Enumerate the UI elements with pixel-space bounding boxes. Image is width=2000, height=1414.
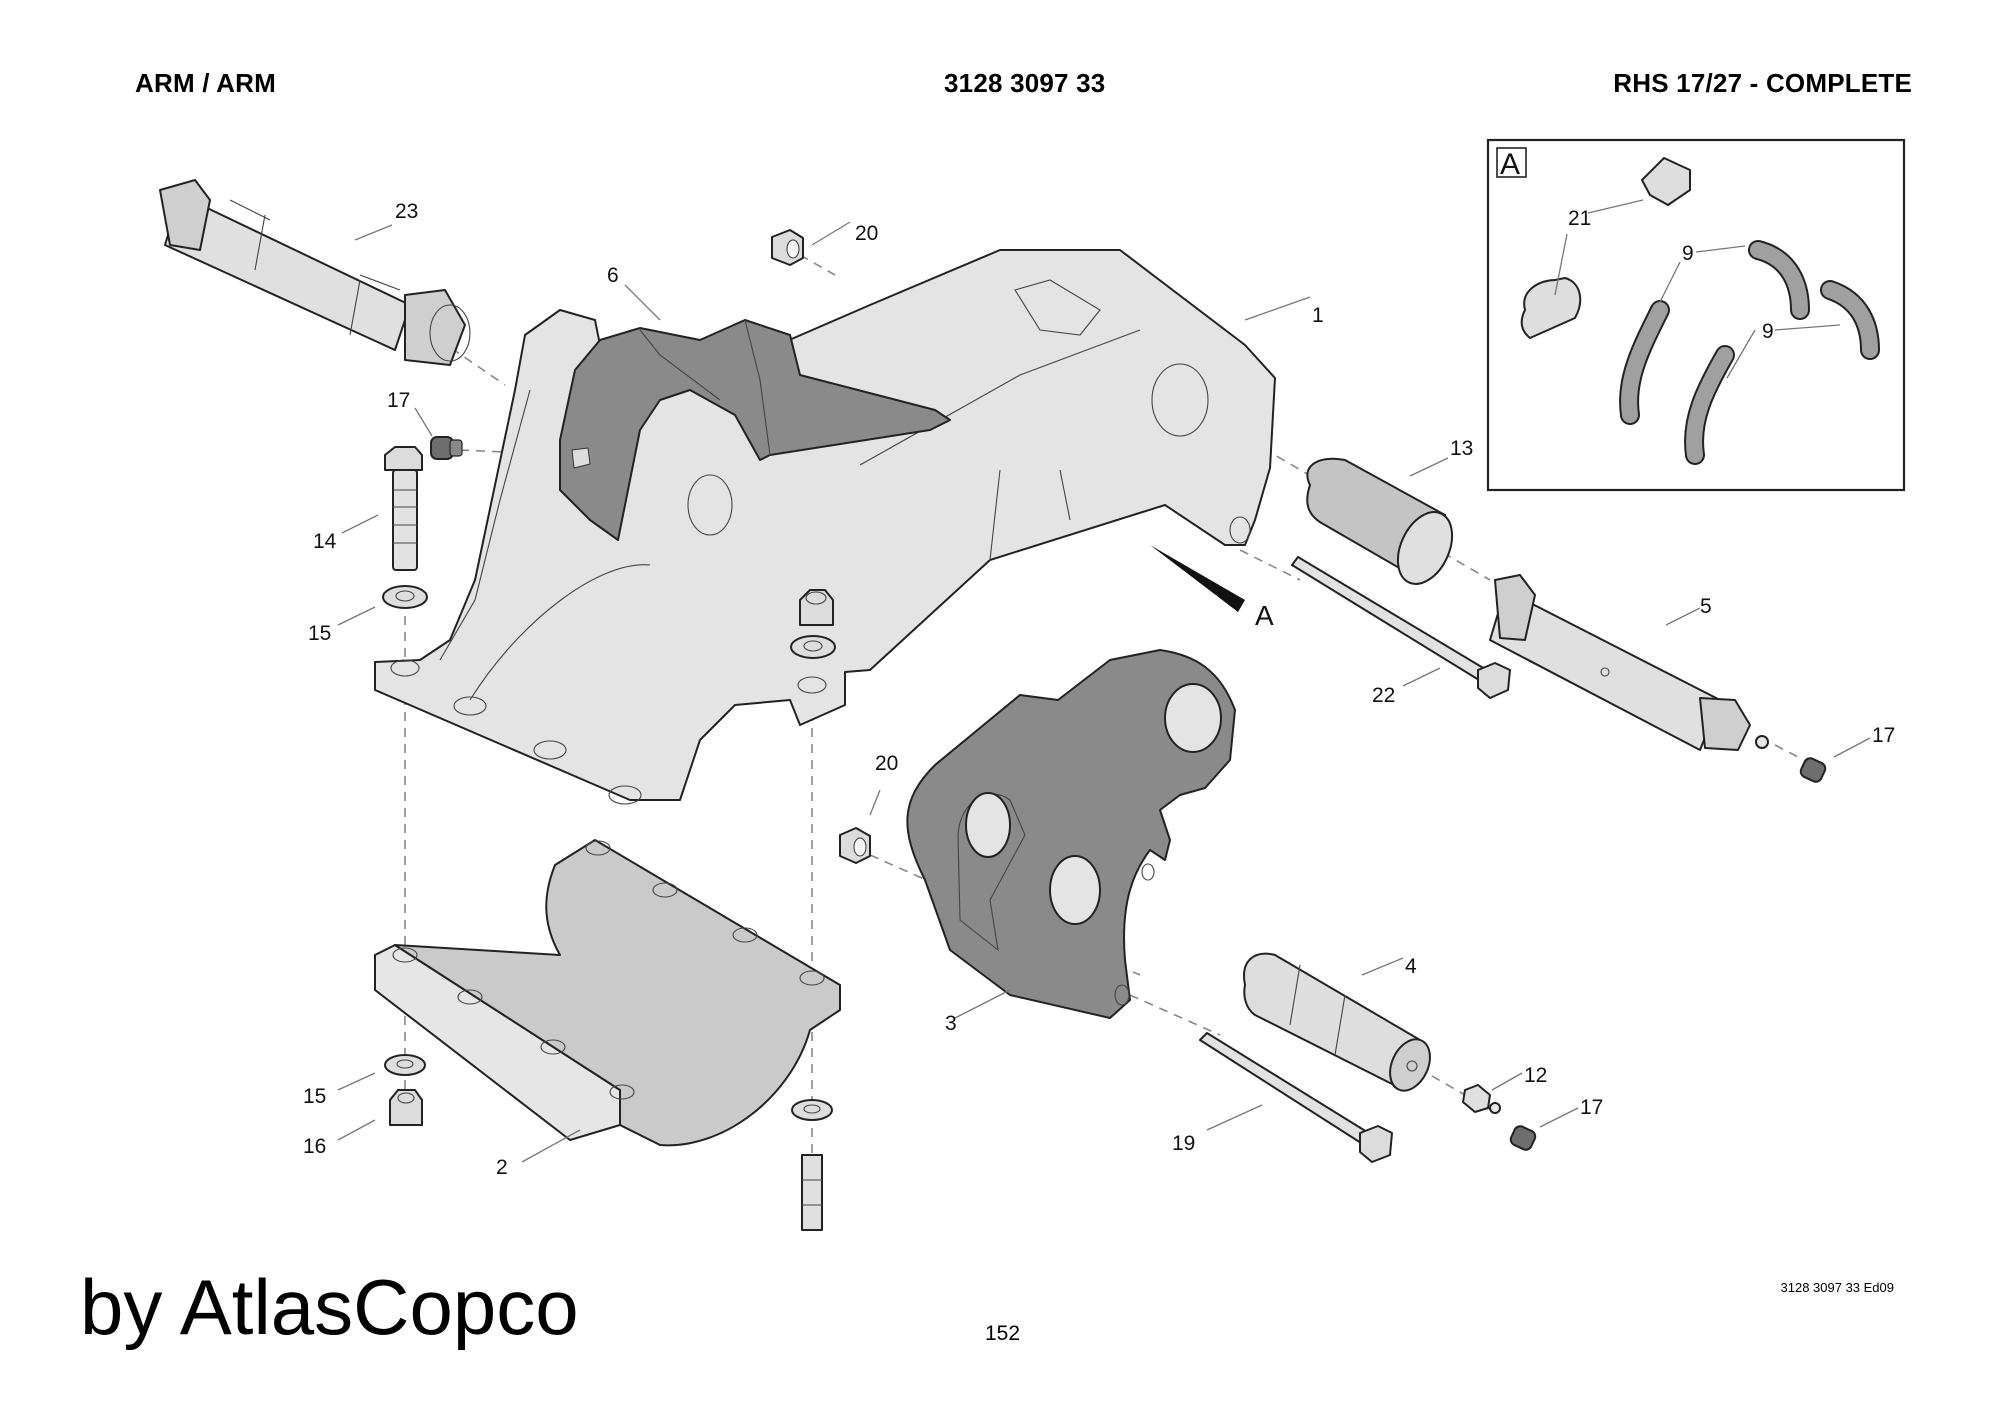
inset-label: A: [1500, 148, 1520, 181]
page-number: 152: [985, 1322, 1021, 1345]
detail-a-inset: A 21 9 9: [1486, 138, 1906, 492]
stud-bottom-right[interactable]: [801, 1154, 823, 1231]
callout-15-lower: 15: [303, 1085, 326, 1108]
callout-leaders: [337, 221, 1871, 1163]
callout-15-upper: 15: [308, 622, 331, 645]
callout-1: 1: [1312, 304, 1324, 327]
part-9-hose-1[interactable]: [1619, 300, 1670, 425]
view-a-label: A: [1255, 600, 1274, 631]
view-a-marker: A: [1150, 545, 1274, 631]
inset-callout-9b: 9: [1762, 320, 1774, 343]
part-22-bolt[interactable]: [1291, 556, 1511, 699]
part-3-bracket[interactable]: [906, 649, 1236, 1019]
callout-19: 19: [1172, 1132, 1195, 1155]
header-part-number: 3128 3097 33: [944, 68, 1106, 98]
part-17-plug-right-upper[interactable]: [1799, 756, 1827, 783]
inset-callout-9a: 9: [1682, 242, 1694, 265]
callout-14: 14: [313, 530, 337, 553]
callout-22: 22: [1372, 684, 1395, 707]
part-nut-upper-right[interactable]: [799, 589, 834, 626]
brand-watermark: by AtlasCopco: [80, 1263, 579, 1351]
callout-5: 5: [1700, 595, 1712, 618]
inset-callout-21: 21: [1568, 207, 1591, 230]
document-code: 3128 3097 33 Ed09: [1780, 1280, 1895, 1295]
callout-16: 16: [303, 1135, 326, 1158]
callout-23: 23: [395, 200, 418, 223]
part-6-clamp[interactable]: [559, 319, 951, 541]
part-20-nut-top[interactable]: [771, 229, 804, 266]
callout-6: 6: [607, 264, 619, 287]
part-17-plug-right-lower[interactable]: [1509, 1124, 1537, 1151]
callout-13: 13: [1450, 437, 1473, 460]
part-4-bushing[interactable]: [1243, 952, 1438, 1097]
part-9-hose-4[interactable]: [1820, 280, 1880, 360]
callout-17-right-lower: 17: [1580, 1096, 1603, 1119]
part-19-bolt[interactable]: [1199, 1032, 1393, 1163]
part-13-sleeve[interactable]: [1306, 457, 1463, 593]
part-20-nut-lower[interactable]: [839, 827, 871, 864]
part-21-bushing-upper[interactable]: [1641, 157, 1691, 206]
part-15-washers[interactable]: [382, 585, 836, 1121]
part-12-grease-nipple[interactable]: [1462, 1084, 1501, 1114]
callout-12: 12: [1524, 1064, 1547, 1087]
part-9-hose-2[interactable]: [1684, 345, 1735, 465]
header-left-title: ARM / ARM: [135, 68, 276, 98]
part-14-bolt[interactable]: [384, 446, 423, 571]
part-5-pin[interactable]: [1489, 574, 1769, 751]
part-16-nut[interactable]: [389, 1089, 423, 1126]
callout-20-top: 20: [855, 222, 878, 245]
callout-17-right-upper: 17: [1872, 724, 1895, 747]
part-21-bushing-lower[interactable]: [1520, 277, 1582, 339]
part-23-pin[interactable]: [159, 179, 471, 366]
callout-labels: 23 6 20 1 17 14 15 13 5 22 17 20 3 4 12 …: [303, 200, 1895, 1179]
part-17-plug-left[interactable]: [430, 436, 463, 460]
part-9-hose-3[interactable]: [1748, 240, 1810, 320]
part-2-saddle[interactable]: [374, 839, 841, 1147]
callout-20-lower: 20: [875, 752, 898, 775]
header-right-title: RHS 17/27 - COMPLETE: [1613, 68, 1912, 98]
callout-2: 2: [496, 1156, 508, 1179]
callout-4: 4: [1405, 955, 1417, 978]
callout-3: 3: [945, 1012, 957, 1035]
callout-17-left: 17: [387, 389, 410, 412]
